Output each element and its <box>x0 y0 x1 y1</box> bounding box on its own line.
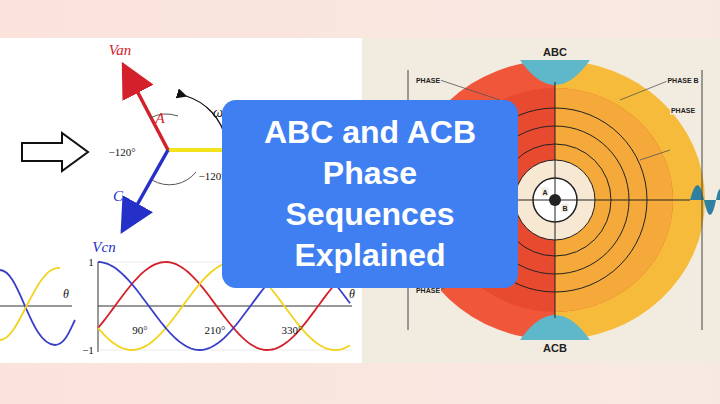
title-box: ABC and ACB Phase Sequences Explained <box>222 100 518 288</box>
phase-letter: B <box>561 204 568 213</box>
angle-arc <box>152 172 196 185</box>
phasor-label: Van <box>109 43 132 58</box>
phasor-label: Vcn <box>92 240 115 255</box>
hollow-arrow <box>22 133 88 171</box>
phasor-a <box>125 68 168 150</box>
wave <box>0 268 60 340</box>
axis-tick: 90° <box>132 325 147 336</box>
axis <box>0 306 72 307</box>
phase-letter: A <box>541 188 548 197</box>
axis-label: θ <box>349 288 355 300</box>
phase-tag: PHASE <box>670 106 696 115</box>
phase-tag: PHASE <box>415 76 441 85</box>
title-text: ABC and ACB Phase Sequences Explained <box>236 112 504 276</box>
phasor-c <box>124 150 168 228</box>
phase-tag: PHASE B <box>666 76 699 85</box>
axis-tick: −1 <box>82 345 94 356</box>
omega-arc <box>186 96 226 140</box>
phase-letter: C <box>113 189 123 204</box>
axis-tick: 210° <box>205 325 226 336</box>
axis-label: θ <box>63 288 69 300</box>
sequence-label: ABC <box>543 47 567 58</box>
phase-letter: A <box>155 111 164 126</box>
axis-tick: 330° <box>282 325 303 336</box>
axis-tick: 1 <box>88 257 94 268</box>
angle-label: −120° <box>108 147 135 158</box>
sequence-label: ACB <box>543 343 567 354</box>
